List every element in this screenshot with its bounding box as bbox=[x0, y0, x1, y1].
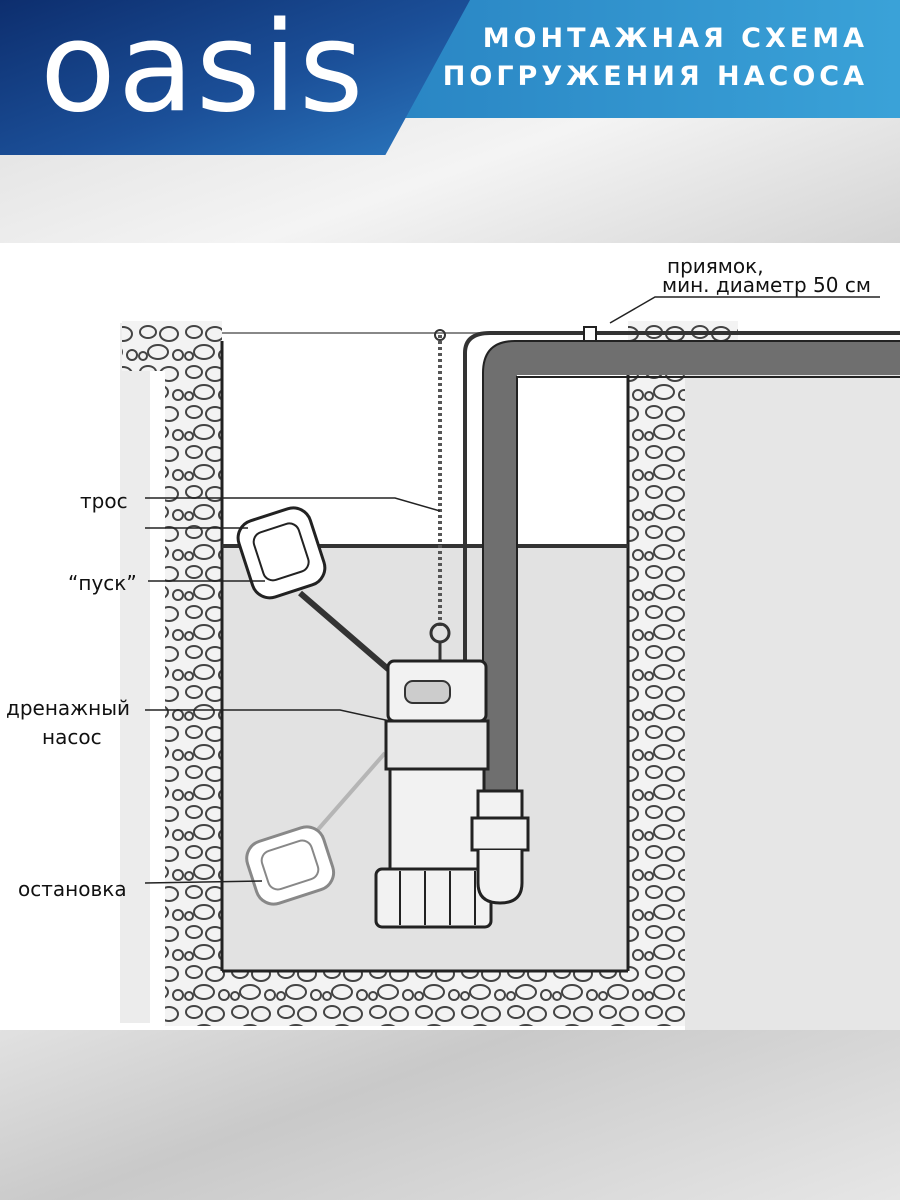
start-float bbox=[236, 506, 327, 600]
outlet-fitting bbox=[470, 789, 530, 905]
stop-float-label: остановка bbox=[18, 877, 127, 901]
oasis-logo: oasis bbox=[40, 0, 366, 140]
pump-label-line-2: насос bbox=[42, 725, 102, 749]
sump-label-line-1: приямок, bbox=[667, 254, 764, 278]
pump-label-line-1: дренажный bbox=[6, 696, 131, 720]
power-cable bbox=[463, 326, 900, 663]
leader-lines bbox=[144, 296, 880, 884]
start-float-label: “пуск” bbox=[68, 571, 137, 595]
title-line-1: МОНТАЖНАЯ СХЕМА bbox=[482, 23, 868, 54]
sump-label-line-2: мин. диаметр 50 см bbox=[662, 273, 871, 297]
ground-background bbox=[120, 323, 900, 1030]
title-line-2: ПОГРУЖЕНИЯ НАСОСА bbox=[442, 61, 868, 92]
float-cables bbox=[298, 590, 397, 835]
gravel-walls bbox=[122, 321, 738, 1026]
logo-panel bbox=[0, 0, 470, 155]
stop-float bbox=[245, 825, 336, 906]
discharge-pipe bbox=[482, 340, 900, 793]
page-title: МОНТАЖНАЯ СХЕМА ПОГРУЖЕНИЯ НАСОСА bbox=[408, 20, 868, 96]
drainage-pump bbox=[374, 659, 493, 929]
installation-diagram: приямок, мин. диаметр 50 см трос “пуск” … bbox=[0, 243, 900, 1030]
rope-label: трос bbox=[80, 489, 128, 513]
